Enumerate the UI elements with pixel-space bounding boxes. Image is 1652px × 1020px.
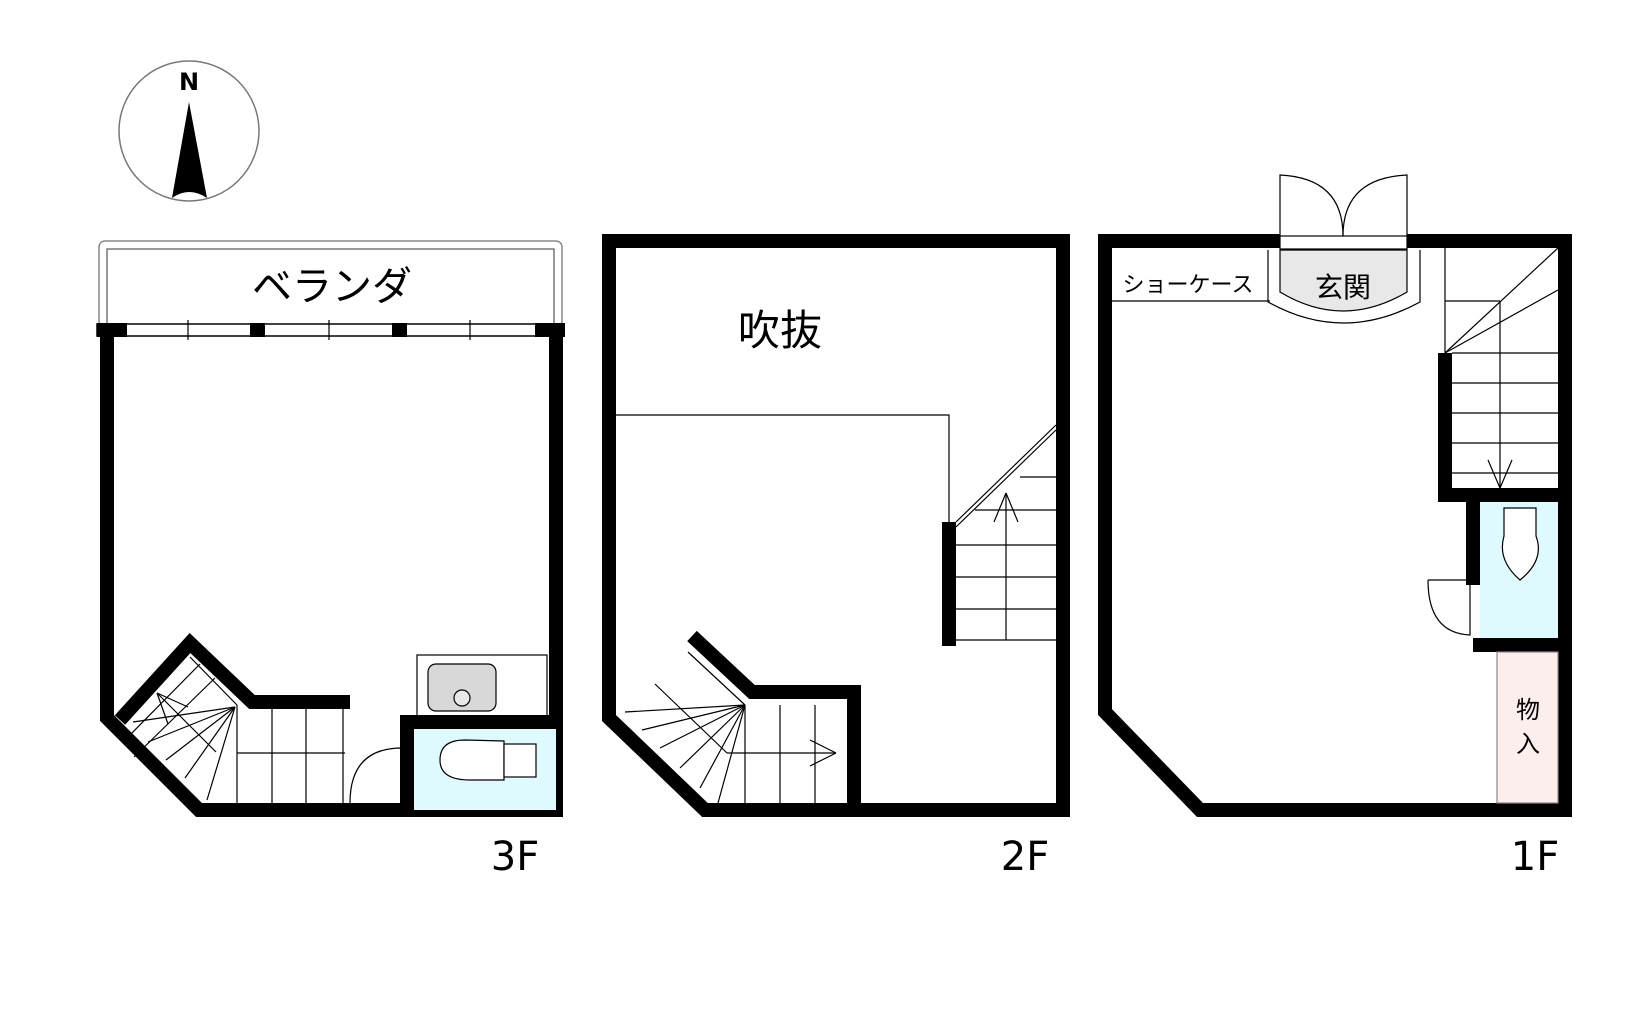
floor-label-3f: 3F xyxy=(491,834,539,880)
entrance-label: 玄関 xyxy=(1315,271,1371,304)
toilet-icon xyxy=(1501,507,1539,581)
3f-stairs xyxy=(123,656,345,803)
1f-toilet-door xyxy=(1427,579,1471,636)
floor-2f: 吹抜 xyxy=(602,234,1070,880)
1f-walls xyxy=(1098,234,1572,817)
void-label: 吹抜 xyxy=(738,306,822,355)
storage-label-2: 入 xyxy=(1516,730,1540,758)
3f-walls xyxy=(100,336,563,817)
compass-north-label: N xyxy=(179,68,199,96)
storage-area xyxy=(1496,651,1559,804)
2f-right-stairs xyxy=(955,424,1057,641)
1f-stair-wall xyxy=(1438,353,1565,502)
2f-left-stairs xyxy=(624,651,837,804)
window-strip xyxy=(96,323,565,337)
entrance-area xyxy=(1279,249,1408,312)
3f-stair-wall xyxy=(114,632,350,725)
3f-toilet-door xyxy=(349,747,403,804)
veranda-label: ベランダ xyxy=(252,264,412,310)
toilet-icon xyxy=(439,739,505,781)
2f-stair-wall xyxy=(687,630,861,810)
showcase-label: ショーケース xyxy=(1123,273,1254,298)
compass: N xyxy=(118,60,260,202)
north-arrow-icon xyxy=(172,102,207,198)
sink-icon xyxy=(427,663,497,712)
floor-label-1f: 1F xyxy=(1511,834,1559,880)
entrance-door-right xyxy=(1342,174,1408,237)
floor-1f: 玄関 ショーケース 物 入 1F xyxy=(1098,174,1572,880)
floor-label-2f: 2F xyxy=(1001,834,1049,880)
void-boundary xyxy=(616,414,950,522)
storage-label-1: 物 xyxy=(1516,696,1540,724)
entrance-door-left xyxy=(1279,174,1344,237)
2f-walls xyxy=(602,234,1070,817)
1f-stairs xyxy=(1444,247,1559,489)
floor-3f: ベランダ xyxy=(96,240,565,880)
